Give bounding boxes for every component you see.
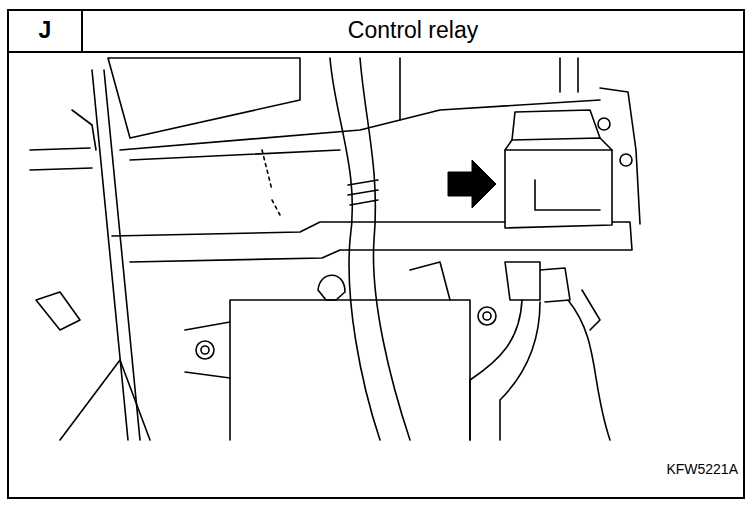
panel-edge bbox=[130, 150, 340, 160]
bracket-edge bbox=[185, 322, 230, 378]
lower-housing bbox=[230, 300, 470, 440]
panel-edge bbox=[399, 58, 401, 120]
control-relay bbox=[505, 149, 612, 151]
mounting-bracket bbox=[112, 222, 632, 262]
wiring-harness bbox=[360, 58, 410, 440]
relay-connector bbox=[540, 268, 570, 302]
panel-edge bbox=[30, 168, 92, 170]
control-relay bbox=[505, 138, 612, 228]
harness-clip bbox=[318, 275, 345, 300]
wire bbox=[582, 290, 600, 330]
hidden-line bbox=[262, 150, 280, 215]
bolt bbox=[598, 118, 610, 130]
wire bbox=[568, 300, 610, 440]
header-divider bbox=[81, 10, 83, 52]
control-relay bbox=[535, 180, 600, 210]
section-letter: J bbox=[39, 18, 52, 43]
pillar-line bbox=[104, 70, 140, 440]
header-rule bbox=[8, 51, 744, 53]
figure-code: KFW5221A bbox=[666, 462, 738, 477]
harness-clip bbox=[410, 262, 450, 300]
panel-edge bbox=[30, 148, 90, 150]
bolt bbox=[483, 312, 491, 320]
bolt bbox=[478, 307, 496, 325]
harness-tape bbox=[348, 180, 378, 205]
clip-part bbox=[36, 292, 80, 330]
bolt bbox=[201, 346, 209, 354]
wiring-harness bbox=[330, 58, 380, 440]
upper-panel bbox=[108, 58, 300, 138]
heading-title: Control relay bbox=[348, 18, 478, 43]
wire bbox=[500, 302, 540, 440]
bolt bbox=[620, 154, 632, 166]
control-relay bbox=[512, 110, 600, 140]
pointer-arrow bbox=[448, 160, 496, 208]
wire bbox=[470, 300, 522, 440]
relay-connector bbox=[505, 262, 540, 300]
panel-edge bbox=[60, 360, 150, 440]
outer-frame bbox=[8, 10, 744, 498]
pipe bbox=[559, 58, 561, 92]
bolt bbox=[196, 341, 214, 359]
pipe bbox=[577, 58, 579, 92]
pillar-line bbox=[72, 110, 96, 150]
